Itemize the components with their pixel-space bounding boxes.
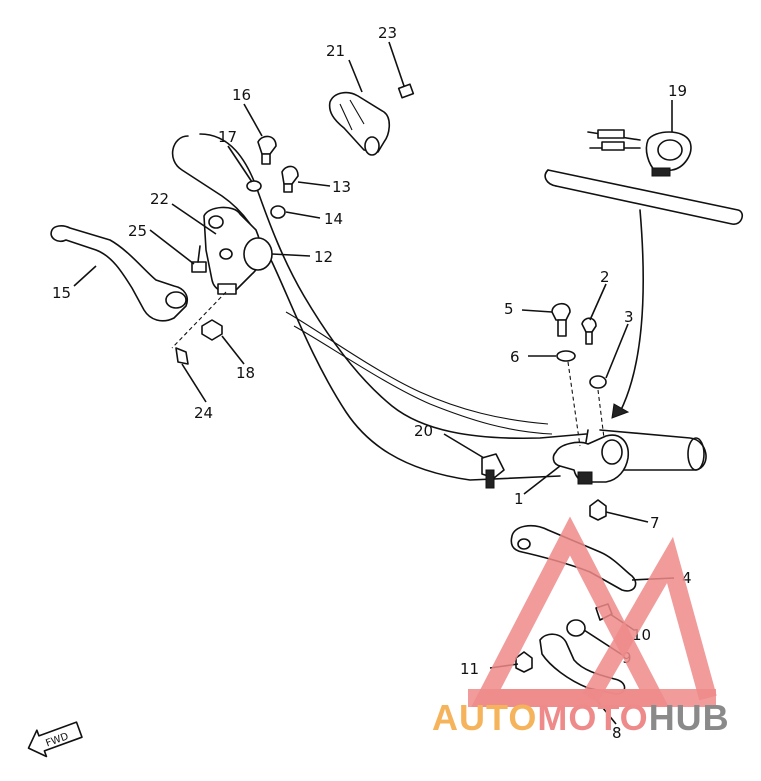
watermark-text-auto: AUTO	[432, 697, 537, 738]
callout-24: 24	[194, 404, 213, 422]
bolt-13	[281, 165, 299, 193]
callout-3: 3	[624, 308, 634, 326]
forward-direction-arrow: FWD	[27, 721, 83, 758]
callout-13: 13	[332, 178, 351, 196]
washer-3	[589, 375, 607, 389]
nut-7	[589, 499, 607, 521]
callout-20: 20	[414, 422, 433, 440]
washer-17	[246, 180, 262, 192]
holder-1	[552, 429, 630, 485]
watermark-text-moto: MOTO	[537, 697, 648, 738]
watermark-text-hub: HUB	[649, 697, 730, 738]
cable-assembly-19	[544, 129, 744, 419]
switch-housing-21	[328, 91, 391, 156]
callout-7: 7	[650, 514, 660, 532]
nut-11	[515, 651, 533, 673]
washer-14	[270, 205, 286, 219]
assembly-line-left	[171, 291, 227, 349]
callout-23: 23	[378, 24, 397, 42]
callout-12: 12	[314, 248, 333, 266]
bolt-16	[257, 135, 277, 165]
callout-labels: 1 2 3 4 5 6 7 8 9 10 11 12 13 14 15 16 1…	[52, 24, 692, 742]
callout-5: 5	[504, 300, 514, 318]
bolt-2	[581, 317, 597, 345]
callout-14: 14	[324, 210, 343, 228]
screw-23	[397, 83, 415, 99]
callout-25: 25	[128, 222, 147, 240]
callout-2: 2	[600, 268, 610, 286]
callout-16: 16	[232, 86, 251, 104]
lever-15	[50, 225, 189, 322]
bolt-25	[191, 245, 207, 273]
callout-18: 18	[236, 364, 255, 382]
nut-18	[201, 319, 223, 341]
callout-1: 1	[514, 490, 524, 508]
callout-6: 6	[510, 348, 520, 366]
callout-22: 22	[150, 190, 169, 208]
callout-19: 19	[668, 82, 687, 100]
holder-22-12	[203, 206, 273, 295]
assembly-line-right	[567, 361, 581, 447]
assembly-line-right-2	[597, 389, 605, 439]
callout-17: 17	[218, 128, 237, 146]
callout-11: 11	[460, 660, 479, 678]
svg-text:AUTOMOTOHUB: AUTOMOTOHUB	[432, 697, 730, 738]
callout-21: 21	[326, 42, 345, 60]
clamp-20	[481, 453, 505, 489]
bolt-5	[551, 302, 571, 337]
callout-8: 8	[612, 724, 622, 742]
callout-4: 4	[682, 569, 692, 587]
pivot-9	[566, 619, 586, 637]
callout-15: 15	[52, 284, 71, 302]
watermark-logo: AUTOMOTOHUB	[432, 516, 730, 738]
boot-24	[175, 347, 189, 365]
washer-6	[556, 350, 576, 362]
handlebar	[171, 133, 707, 481]
